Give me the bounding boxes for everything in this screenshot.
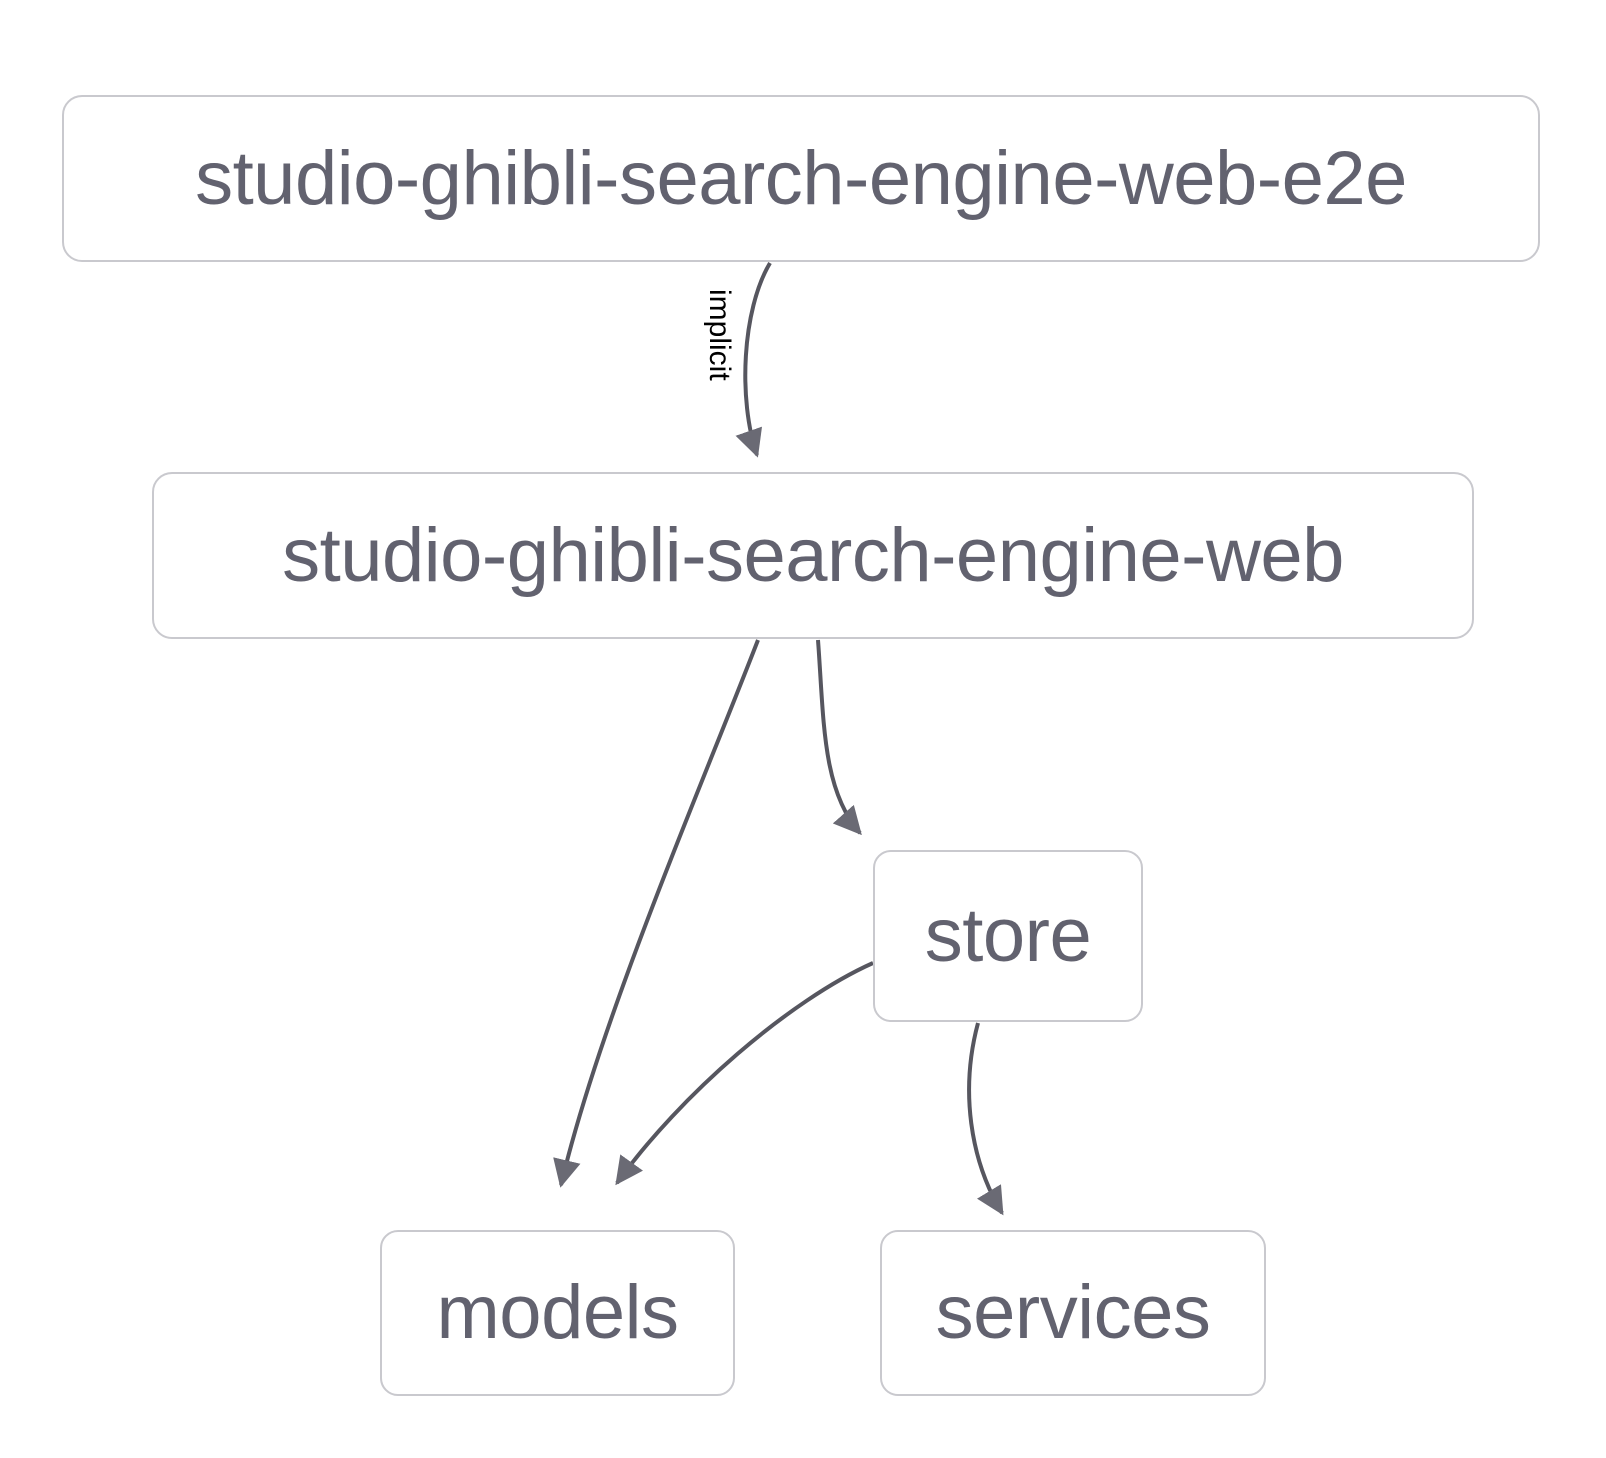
node-label: store bbox=[924, 893, 1092, 978]
edge-web-to-models bbox=[553, 639, 760, 1188]
edge-store-to-services bbox=[967, 1022, 1004, 1216]
node-studio-ghibli-search-engine-web[interactable]: studio-ghibli-search-engine-web bbox=[152, 472, 1474, 639]
node-models[interactable]: models bbox=[380, 1230, 735, 1396]
node-label: studio-ghibli-search-engine-web-e2e bbox=[195, 135, 1407, 221]
node-store[interactable]: store bbox=[873, 850, 1143, 1022]
node-label: studio-ghibli-search-engine-web bbox=[282, 512, 1344, 598]
node-studio-ghibli-search-engine-web-e2e[interactable]: studio-ghibli-search-engine-web-e2e bbox=[62, 95, 1540, 262]
edge-label-implicit: implicit bbox=[703, 289, 736, 381]
edge-web-e2e-to-web bbox=[735, 261, 772, 458]
edge-store-to-models bbox=[615, 961, 874, 1186]
node-services[interactable]: services bbox=[880, 1230, 1266, 1396]
edge-web-to-store bbox=[816, 639, 862, 836]
node-label: services bbox=[935, 1270, 1211, 1355]
node-label: models bbox=[436, 1270, 680, 1355]
